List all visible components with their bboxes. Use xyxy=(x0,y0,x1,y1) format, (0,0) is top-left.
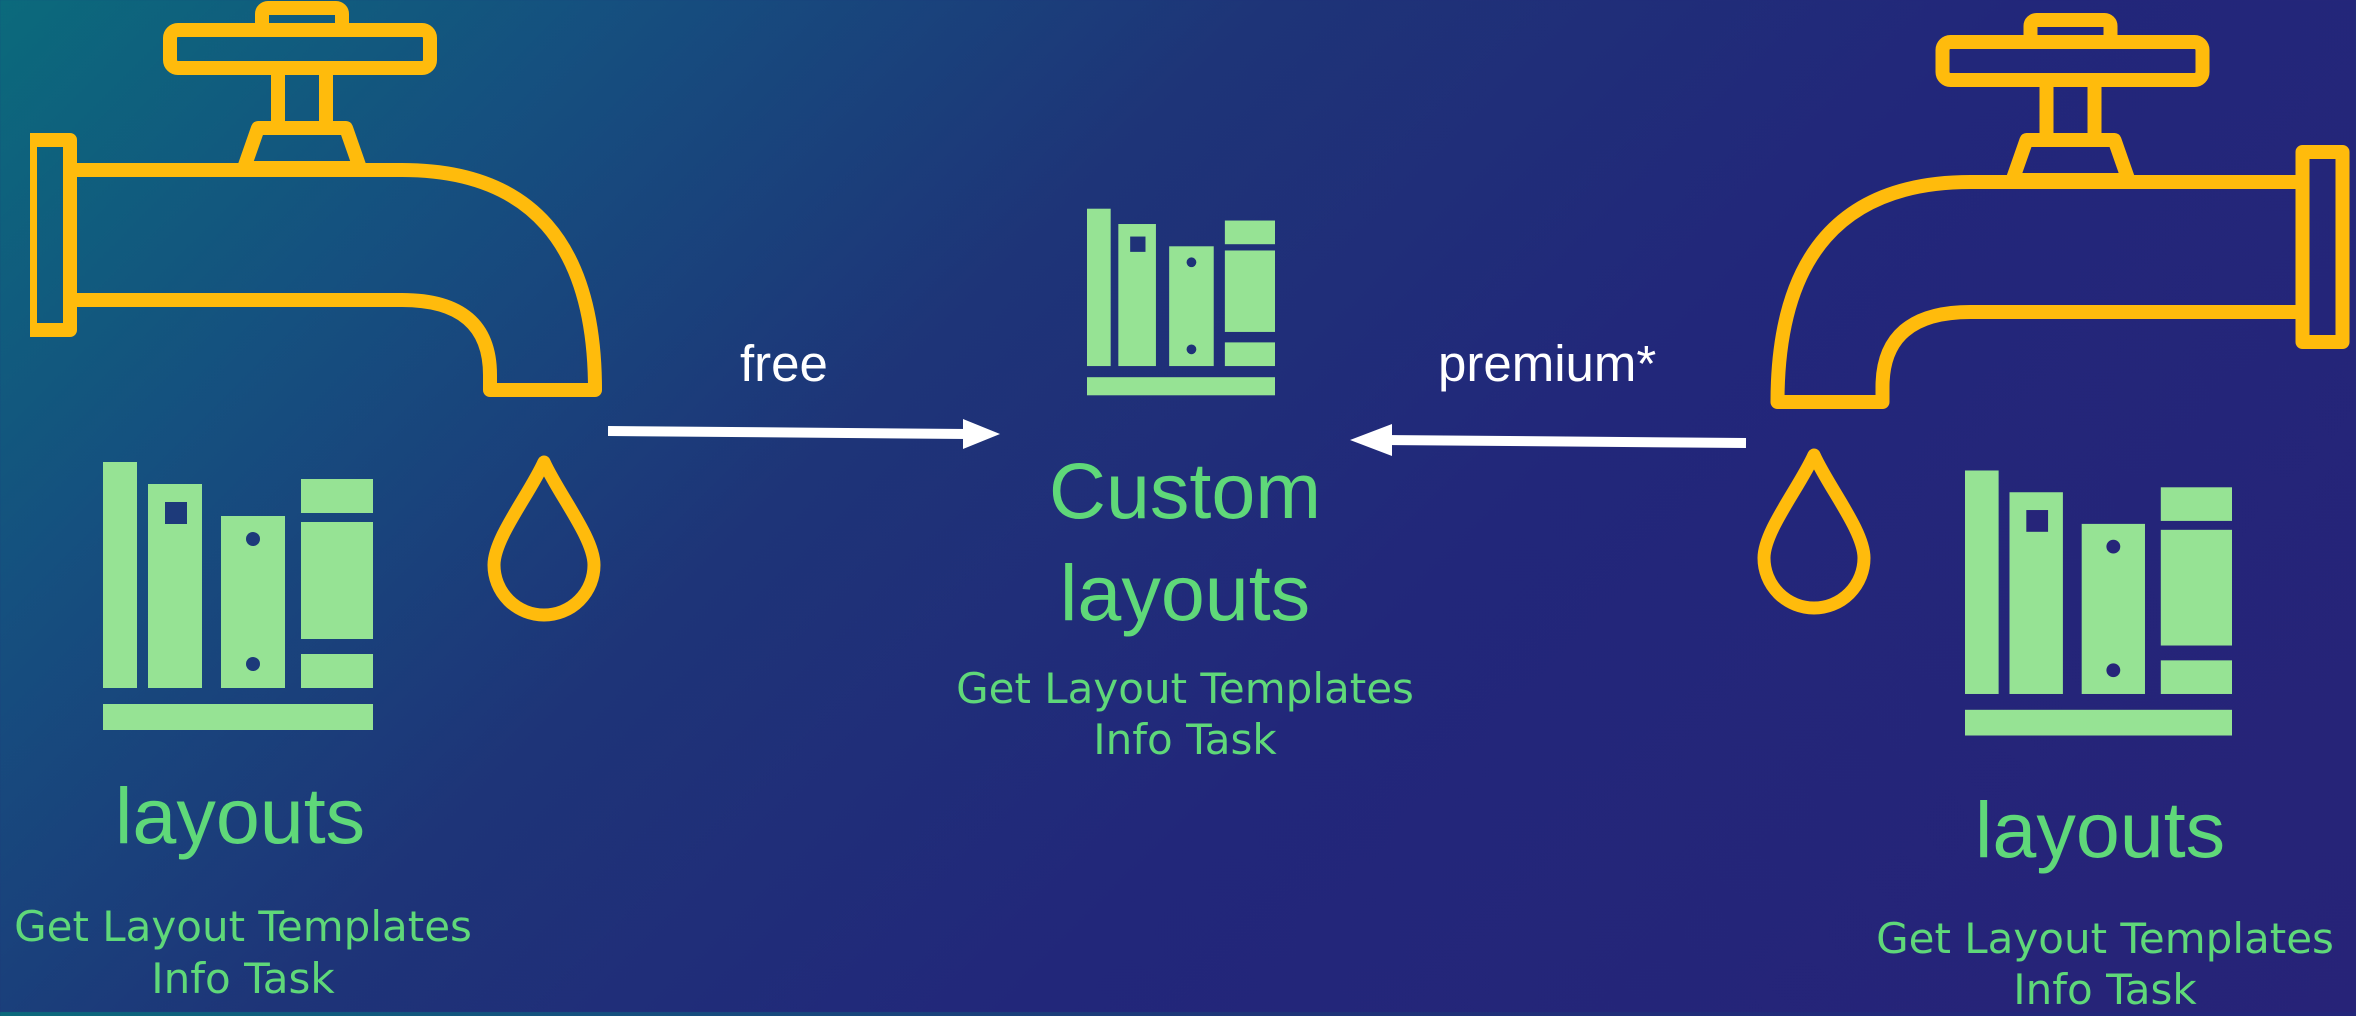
center-subtitle-line2: Info Task xyxy=(1093,715,1277,764)
left-subtitle-line1: Get Layout Templates xyxy=(14,902,472,951)
library-books-icon xyxy=(1087,207,1275,397)
arrow-left-icon xyxy=(1350,422,1748,458)
free-label: free xyxy=(740,335,828,392)
water-drop-icon xyxy=(1754,443,1874,618)
right-subtitle-line1: Get Layout Templates xyxy=(1876,914,2334,963)
center-title-line1: Custom xyxy=(1048,446,1322,535)
left-subtitle-line2: Info Task xyxy=(151,954,335,1003)
center-subtitle-line1: Get Layout Templates xyxy=(956,664,1414,713)
library-books-icon xyxy=(103,462,373,730)
premium-label: premium* xyxy=(1438,335,1657,392)
right-subtitle-line2: Info Task xyxy=(2013,965,2197,1014)
library-books-icon xyxy=(1965,470,2232,736)
left-title: layouts xyxy=(114,771,366,860)
faucet-icon xyxy=(30,0,620,400)
center-title-line2: layouts xyxy=(1059,548,1311,637)
right-title: layouts xyxy=(1974,785,2226,874)
arrow-right-icon xyxy=(608,416,1000,452)
faucet-icon xyxy=(1745,12,2350,412)
water-drop-icon xyxy=(484,450,604,625)
